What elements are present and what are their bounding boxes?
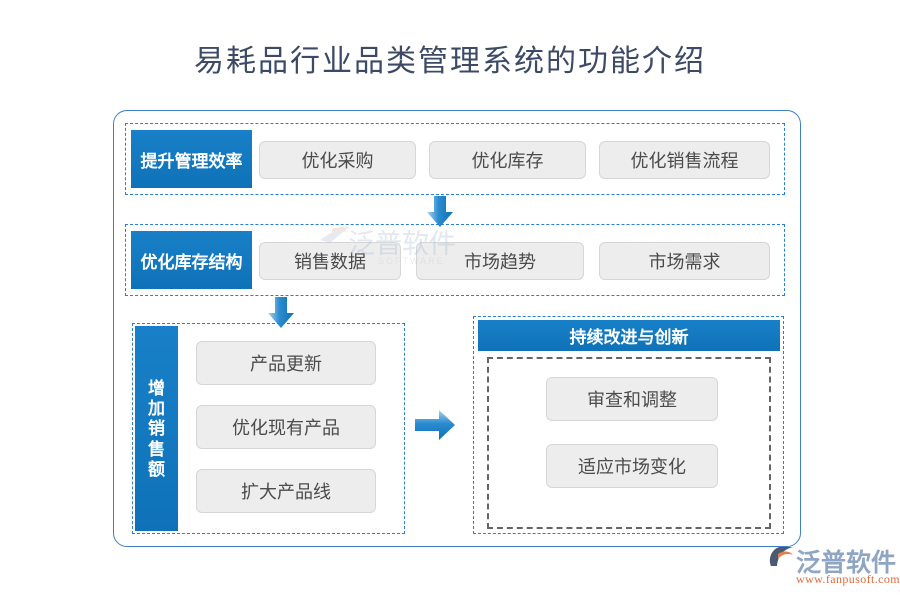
bottom-left-label-char-3: 销	[148, 419, 165, 439]
bottom-left-label-char-5: 额	[148, 459, 165, 479]
bottom-right-item-2[interactable]: 适应市场变化	[546, 444, 718, 488]
row-1-label: 提升管理效率	[131, 130, 252, 188]
bottom-left-label-char-4: 售	[148, 439, 165, 459]
bottom-left-label-char-1: 增	[148, 379, 165, 399]
bottom-right-header: 持续改进与创新	[478, 320, 780, 351]
row-1-item-2[interactable]: 优化库存	[429, 141, 586, 179]
row-2-item-1[interactable]: 销售数据	[259, 242, 401, 280]
brand-url: www.fanpusoft.com	[796, 572, 900, 586]
bottom-right-item-1[interactable]: 审查和调整	[546, 377, 718, 421]
brand-logo: 泛普软件 www.fanpusoft.com	[768, 543, 900, 591]
flow-diagram-container: 提升管理效率 优化采购 优化库存 优化销售流程 优化库存结构 销售数据 市场趋势…	[113, 110, 801, 547]
row-1-dashed-band	[125, 123, 785, 195]
arrow-down-row1-to-row2	[427, 196, 453, 227]
row-2-label: 优化库存结构	[131, 231, 252, 289]
bottom-left-label-char-2: 加	[148, 399, 165, 419]
bottom-right-dashed-band	[473, 316, 784, 534]
row-2-dashed-band	[125, 224, 785, 296]
brand-name: 泛普软件	[796, 550, 897, 577]
bottom-left-item-1[interactable]: 产品更新	[196, 341, 376, 385]
bottom-left-label: 增 加 销 售 额	[135, 326, 178, 531]
bottom-left-item-2[interactable]: 优化现有产品	[196, 405, 376, 449]
arrow-down-row2-to-bottom	[268, 297, 294, 328]
row-2-item-2[interactable]: 市场趋势	[416, 242, 584, 280]
arrow-right-bottom-left-to-right	[415, 410, 455, 440]
page-title: 易耗品行业品类管理系统的功能介绍	[194, 45, 706, 78]
row-2-item-3[interactable]: 市场需求	[599, 242, 770, 280]
bottom-left-item-3[interactable]: 扩大产品线	[196, 469, 376, 513]
bottom-right-inner-dashed-band	[487, 357, 771, 529]
row-1-item-1[interactable]: 优化采购	[259, 141, 416, 179]
row-1-item-3[interactable]: 优化销售流程	[599, 141, 770, 179]
bottom-left-dashed-band	[132, 323, 405, 534]
fanpu-logo-icon	[768, 545, 795, 570]
